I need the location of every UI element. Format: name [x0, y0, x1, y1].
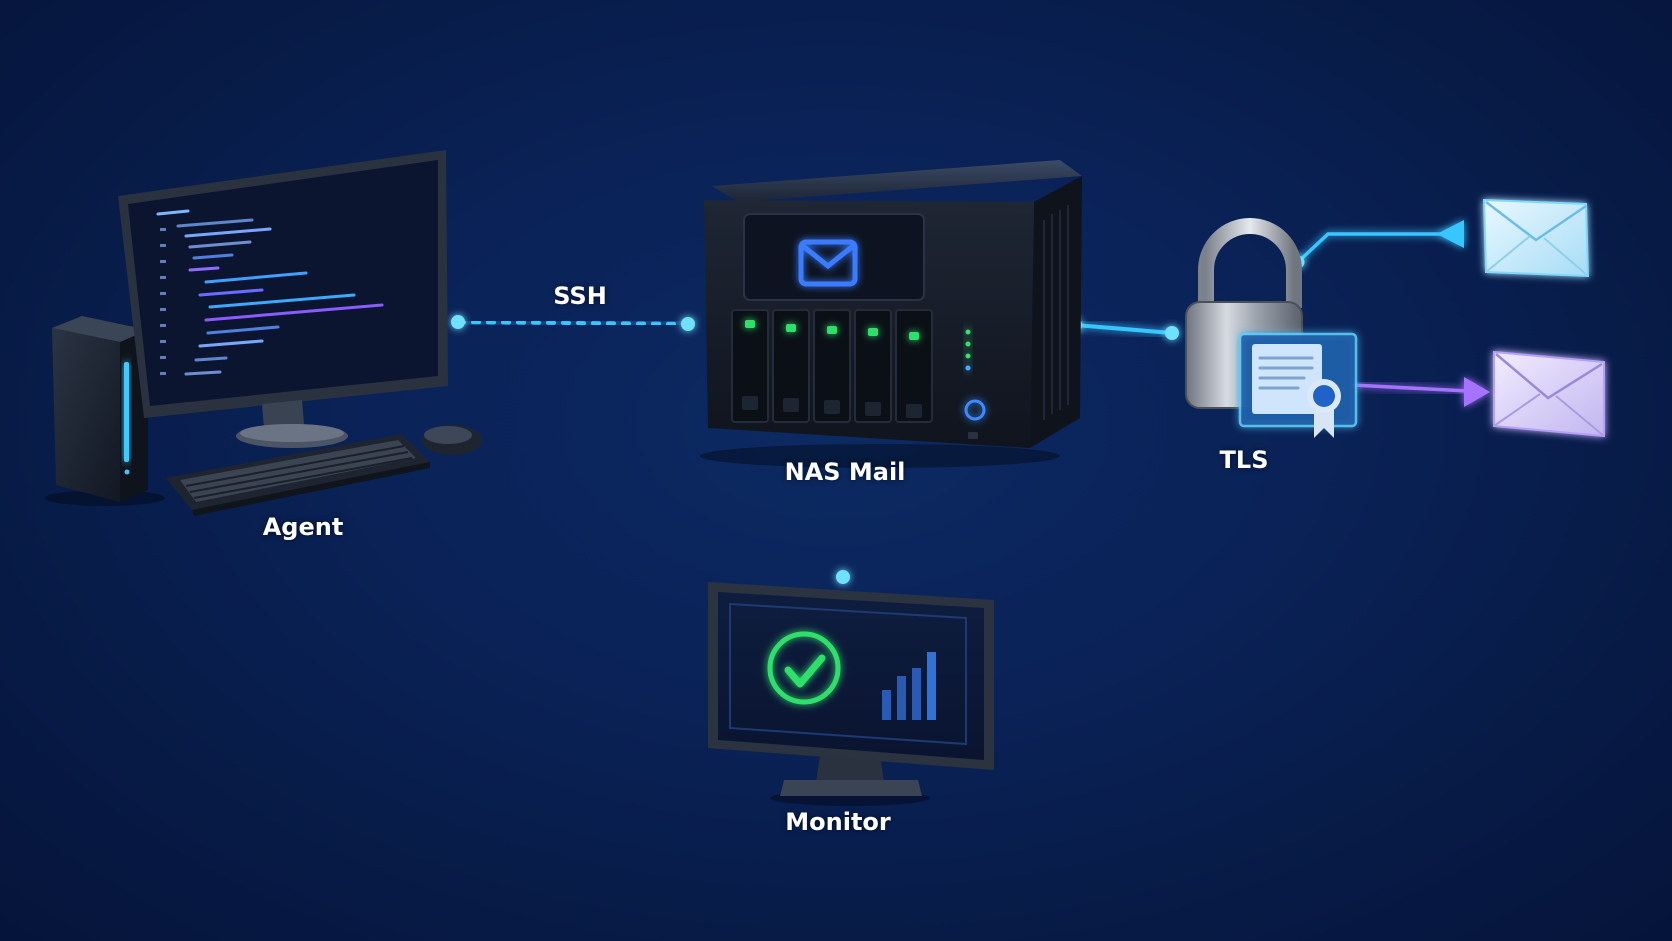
mail-envelope-icon — [798, 239, 858, 287]
monitor-label: Monitor — [785, 808, 891, 836]
incoming-arrow-icon — [1437, 220, 1464, 248]
incoming-envelope-icon — [1482, 198, 1590, 278]
nas-label: NAS Mail — [784, 458, 906, 486]
outgoing-arrow-icon — [1464, 377, 1490, 407]
monitor-endpoint — [836, 570, 850, 584]
nas-power-icon — [964, 399, 986, 421]
connector-monitor — [836, 490, 850, 584]
ssh-endpoint-agent — [451, 315, 465, 329]
connector-tls — [1068, 318, 1179, 340]
ssh-label: SSH — [553, 282, 607, 310]
tls-endpoint-lock — [1165, 326, 1179, 340]
nas-server-icon — [700, 160, 1082, 468]
power-light-icon — [124, 362, 129, 462]
connector-ssh — [451, 315, 695, 331]
connector-incoming-mail — [1291, 220, 1464, 269]
ssh-endpoint-nas — [681, 317, 695, 331]
connector-outgoing-mail — [1351, 377, 1490, 407]
workstation-icon — [45, 150, 482, 516]
tls-label: TLS — [1219, 446, 1269, 474]
agent-label: Agent — [262, 513, 344, 541]
monitor-check-icon — [708, 582, 994, 806]
outgoing-envelope-icon — [1493, 350, 1605, 438]
drive-bays — [731, 309, 933, 423]
padlock-certificate-icon — [1185, 218, 1358, 438]
